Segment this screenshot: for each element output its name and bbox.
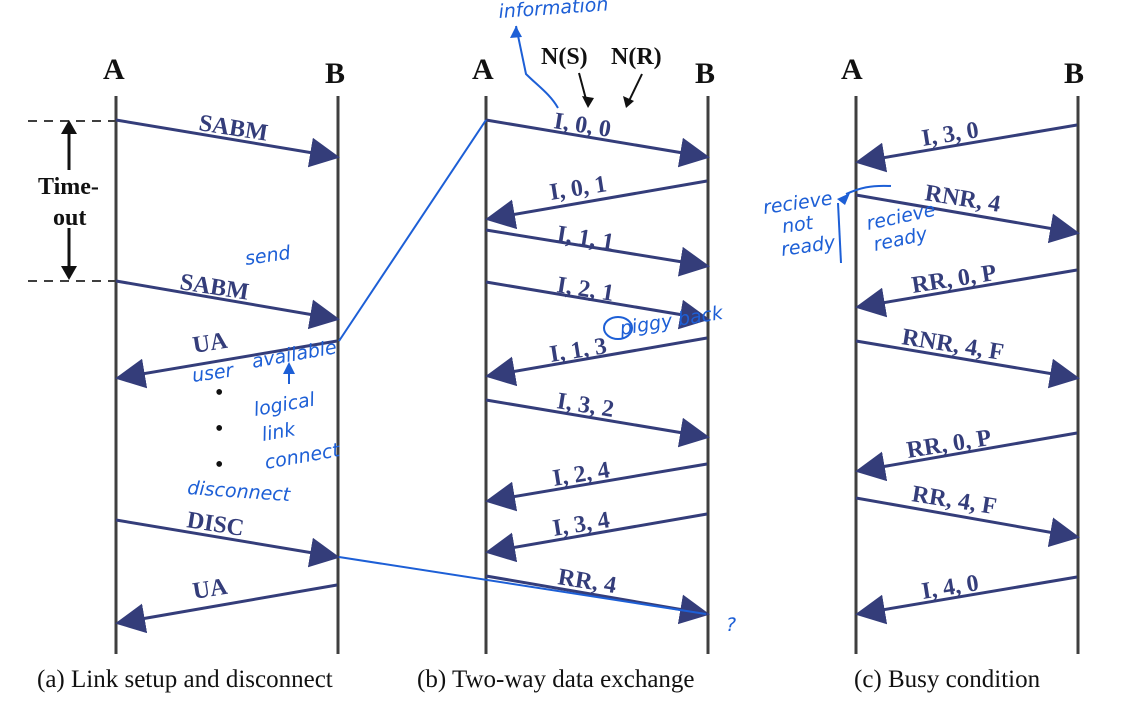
annotation-information: information (498, 0, 609, 23)
panel-a-message-3-label: UA (191, 328, 230, 359)
panel-a-station-b-label: B (325, 57, 345, 90)
panel-a-message-1-label: SABM (197, 110, 270, 147)
panel-a-message-2-arrow (115, 279, 340, 330)
panel-c-message-4-arrow (855, 339, 1080, 389)
panel-b-nr-pointer-head (623, 96, 634, 108)
panel-b-station-a-label: A (472, 53, 494, 86)
panel-b-caption: (b) Two-way data exchange (417, 666, 695, 693)
panel-c-message-5-label: RR, 0, P (905, 425, 993, 464)
panel-c-station-a-label: A (841, 53, 863, 86)
panel-a-timeout-label-line2: out (53, 205, 86, 231)
panel-a-message-3-arrow (115, 339, 338, 389)
panel-b-message-2-arrow (485, 179, 708, 230)
panel-c-caption: (c) Busy condition (854, 666, 1041, 693)
panel-a-ellipsis-dot-3: • (215, 452, 223, 478)
annotation-disconnect: disconnect (187, 477, 293, 506)
panel-a-ellipsis-dot-2: • (215, 416, 223, 442)
panel-a-station-a-label: A (103, 53, 125, 86)
annotation-logical-1: logical (252, 388, 317, 420)
panel-a-message-2-label: SABM (178, 269, 251, 306)
panel-b-message-9-label: RR, 4 (556, 564, 618, 599)
panel-b-message-1-arrow (485, 118, 710, 168)
panel-b-message-7-label: I, 2, 4 (551, 457, 612, 492)
panel-a-message-5-arrow (115, 583, 338, 634)
annotation-link-line-bottom (338, 556, 707, 615)
panel-c-message-2-arrow (855, 193, 1080, 244)
panel-c-message-4-label: RNR, 4, F (900, 324, 1005, 366)
annotation-logical-2: link (260, 418, 298, 446)
panel-c-message-7-label: I, 4, 0 (920, 570, 981, 605)
panel-a-caption: (a) Link setup and disconnect (37, 666, 333, 693)
annotation-user: user (191, 359, 236, 387)
annotation-not-ready-2: not (781, 212, 816, 238)
annotation-send: send (244, 242, 293, 270)
panel-c-message-7-arrow (855, 575, 1078, 625)
panel-c-message-3-arrow (855, 268, 1078, 318)
panel-b-header-ns: N(S) (541, 44, 588, 70)
panel-b-nr-pointer (627, 73, 643, 104)
panel-b-header-nr: N(R) (611, 44, 662, 70)
panel-b-message-8-arrow (485, 512, 708, 563)
panel-c-message-5-arrow (855, 431, 1078, 482)
panel-a-message-5-label: UA (191, 574, 230, 605)
panel-a-message-4-label: DISC (185, 507, 246, 542)
panel-a-timeout-arrowhead-bottom (61, 266, 77, 280)
annotation-ready-bracket (845, 184, 892, 195)
panel-b-message-3-label: I, 1, 1 (555, 221, 616, 256)
panel-b-message-6-label: I, 3, 2 (555, 388, 616, 423)
panel-b-station-b-label: B (695, 57, 715, 90)
panel-b-message-5-arrow (485, 336, 708, 387)
panel-a-ellipsis-dot-1: • (215, 380, 223, 406)
panel-b-message-4-arrow (485, 280, 710, 330)
panel-c-station-b-label: B (1064, 57, 1084, 90)
annotation-logical-3: connect (263, 439, 343, 474)
annotation-available: available (250, 336, 338, 373)
panel-c-message-1-arrow (855, 123, 1078, 173)
panel-b-message-8-label: I, 3, 4 (551, 507, 612, 542)
panel-a-message-4-arrow (115, 518, 340, 568)
annotation-ready-bracket-head (837, 193, 850, 205)
panel-a-timeout-label-line1: Time- (38, 174, 99, 200)
annotation-not-ready-stem (837, 202, 842, 264)
annotation-question: ? (726, 614, 736, 636)
panel-a-message-1-arrow (115, 118, 340, 168)
panel-a-timeout-arrowhead-top (61, 120, 77, 134)
panel-b-message-3-arrow (485, 228, 710, 277)
panel-b-message-7-arrow (485, 462, 708, 512)
panel-c-message-3-label: RR, 0, P (910, 260, 998, 299)
panel-b-message-6-arrow (485, 398, 710, 448)
annotation-link-line-top (338, 119, 487, 342)
annotation-information-pointer-head (510, 26, 522, 38)
panel-b-message-4-label: I, 2, 1 (555, 272, 616, 307)
annotation-piggyback-circle (603, 316, 633, 340)
annotation-logical-pointer-head (283, 362, 295, 374)
panel-b-message-1-label: I, 0, 0 (552, 108, 613, 143)
panel-c-message-1-label: I, 3, 0 (920, 117, 981, 152)
panel-c-message-6-arrow (855, 496, 1080, 548)
annotation-information-pointer (515, 25, 559, 109)
panel-b-ns-pointer-head (582, 96, 594, 108)
panel-b-message-5-label: I, 1, 3 (548, 333, 609, 368)
